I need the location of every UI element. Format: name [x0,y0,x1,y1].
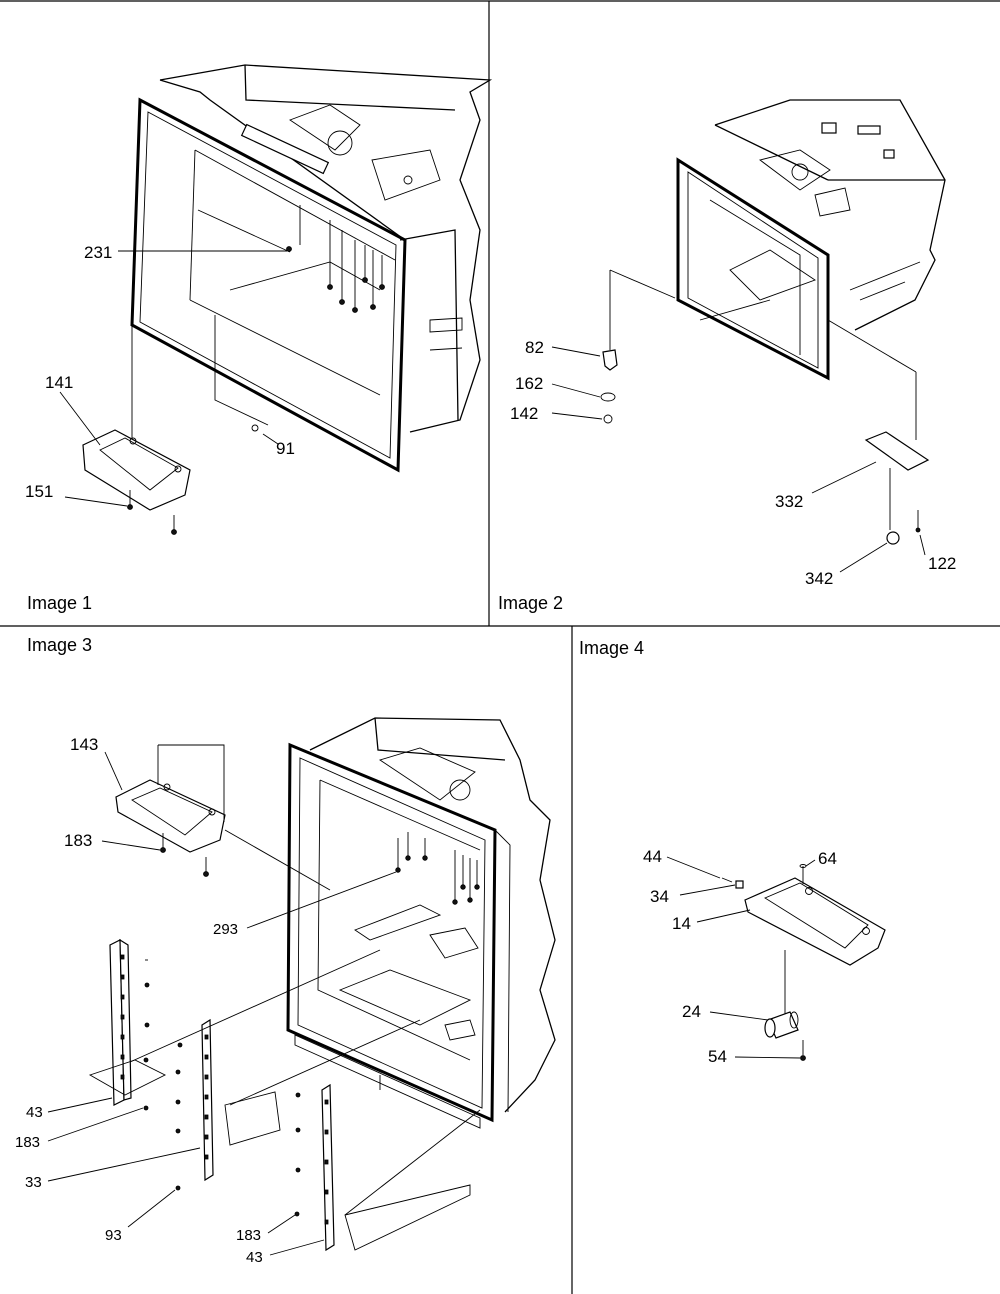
screw-54 [800,1040,806,1061]
callout-34: 34 [650,887,669,906]
cover-plate-14 [744,877,886,966]
callout-143: 143 [70,735,98,754]
callout-93: 93 [105,1227,122,1244]
callout-24: 24 [682,1002,701,1021]
panel-image-2: 82 162 142 332 342 122 Image 2 [498,99,956,613]
panel-image-4: Image 4 [579,638,886,1066]
callout-231: 231 [84,243,112,262]
callout-82: 82 [525,338,544,357]
callout-14: 14 [672,914,691,933]
callout-43-left: 43 [26,1104,43,1121]
callout-332: 332 [775,492,803,511]
panel-title-image-4: Image 4 [579,638,644,658]
callout-91: 91 [276,439,295,458]
callout-183-left: 183 [15,1134,40,1151]
callout-142: 142 [510,404,538,423]
bracket-332 [827,319,930,530]
panel-image-3: Image 3 [15,635,556,1266]
liner-assembly-2 [676,99,946,381]
screw-122 [915,510,921,533]
callout-44: 44 [643,847,662,866]
screw-151 [127,490,177,535]
liner-assembly-1 [130,64,493,473]
callout-183-top: 183 [64,831,92,850]
callout-64: 64 [818,849,837,868]
panel-image-1: 231 141 151 91 Image 1 [25,64,493,613]
panel-title-image-1: Image 1 [27,593,92,613]
callout-293: 293 [213,921,238,938]
part-24 [764,950,799,1039]
cover-plate-141 [82,308,191,511]
callout-33: 33 [25,1174,42,1191]
callout-151: 151 [25,482,53,501]
part-91 [251,424,259,432]
screws-183-top [160,833,209,877]
callout-183-right: 183 [236,1227,261,1244]
screw-44 [721,877,733,883]
cover-plate-143 [115,744,331,891]
callout-43-right: 43 [246,1249,263,1266]
panel-title-image-3: Image 3 [27,635,92,655]
part-142 [603,414,613,424]
part-34 [735,880,744,889]
panel-title-image-2: Image 2 [498,593,563,613]
callout-122: 122 [928,554,956,573]
ring-162 [600,392,616,402]
callout-342: 342 [805,569,833,588]
rail-33-center [175,1018,214,1191]
part-82 [602,269,676,371]
part-342 [886,531,900,545]
liner-assembly-3 [286,717,556,1129]
callout-162: 162 [515,374,543,393]
rail-43-left [109,938,150,1111]
callout-54: 54 [708,1047,727,1066]
rail-43-right [294,1083,335,1252]
callout-141: 141 [45,373,73,392]
